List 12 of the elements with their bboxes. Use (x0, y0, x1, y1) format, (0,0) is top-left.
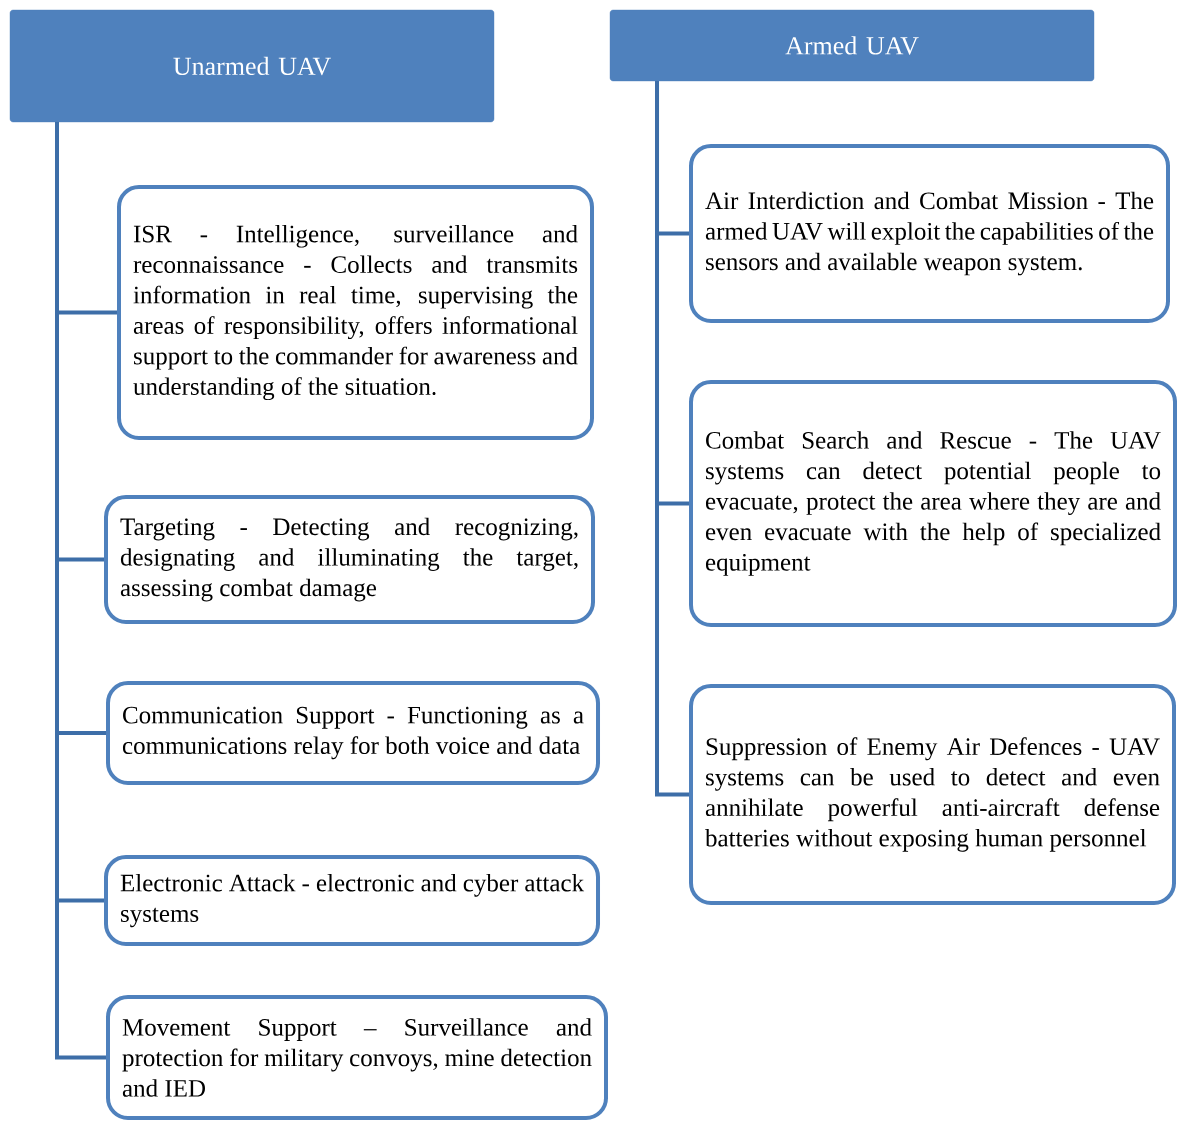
description-box: Communication Support - Functioning as a communications relay for both voice and data (106, 681, 600, 785)
description-box: Targeting - Detecting and recognizing, designating and illuminating the target, assessing combat damage (104, 495, 595, 624)
description-box: Suppression of Enemy Air Defences - UAV systems can be used to detect and even annihilate powerful anti-aircraft defense batteries without exposing human personnel (689, 684, 1176, 905)
header-box: Unarmed UAV (9, 9, 495, 123)
connector-line (655, 81, 689, 797)
description-box: Air Interdiction and Combat Mission - The armed UAV will exploit the capabilities of the sensors and available weapon system. (689, 144, 1170, 323)
description-box: Combat Search and Rescue - The UAV systems can detect potential people to evacuate, protect the area where they are and even evacuate with the help of specialized equipment (689, 380, 1177, 627)
connector-line (55, 122, 106, 1060)
description-box: Electronic Attack - electronic and cyber attack systems (104, 855, 600, 946)
description-box: Movement Support – Surveillance and protection for military convoys, mine detection and IED (106, 995, 608, 1120)
description-box: ISR - Intelligence, surveillance and reconnaissance - Collects and transmits information in real time, supervising the areas of responsibility, offers informational support to the commander for awareness and understanding of the situation. (117, 185, 594, 440)
header-box: Armed UAV (609, 9, 1095, 82)
